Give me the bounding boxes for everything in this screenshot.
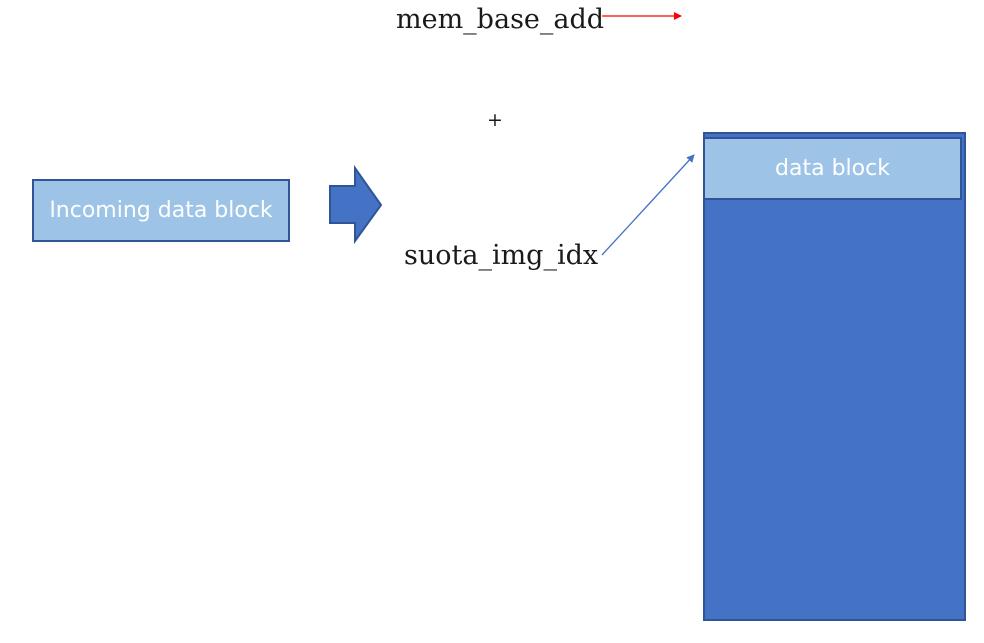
incoming-data-block: Incoming data block [32,179,290,242]
plus-sign: + [487,109,503,131]
arrow-diagonal-icon [601,154,695,256]
suota-img-idx-label: suota_img_idx [404,240,599,271]
memory-block [703,132,966,621]
data-block: data block [703,137,962,200]
mem-base-add-label: mem_base_add [396,4,605,35]
right-block-arrow-icon [329,164,383,245]
data-block-label: data block [775,156,890,181]
incoming-data-block-label: Incoming data block [49,198,273,223]
